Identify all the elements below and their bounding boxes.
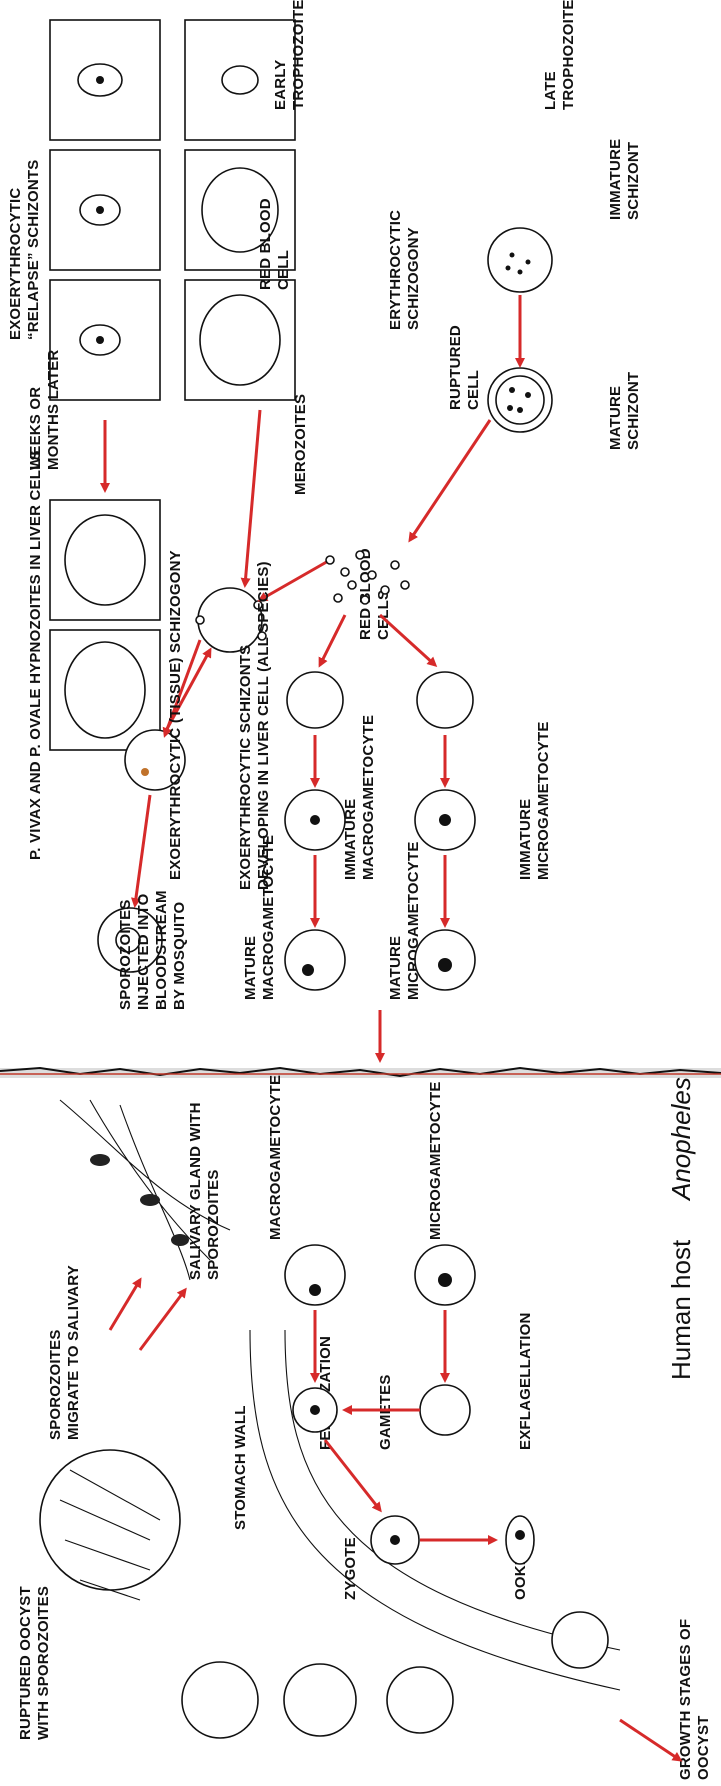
arrow-growth [620, 1720, 680, 1760]
arrow-mat-to-ruptured [410, 420, 490, 540]
label-injected-4: BY MOSQUITO [171, 902, 188, 1010]
anopheles-title: Anopheles [666, 1077, 696, 1202]
label-imm-micro-2: MICROGAMETOCYTE [535, 721, 552, 880]
label-injected-1: SPOROZOITES [117, 899, 134, 1010]
label-hypnozoites: P. VIVAX AND P. OVALE HYPNOZOITES IN LIV… [27, 450, 44, 860]
mosquito-gametocytes [285, 1245, 534, 1564]
gametocyte-cells-human [285, 672, 475, 990]
label-salivary-1: SALIVARY GLAND WITH [187, 1102, 204, 1280]
label-mat-micro-1: MATURE [387, 936, 404, 1000]
label-ruptured-1: RUPTURED [447, 325, 464, 410]
label-late-troph-2: TROPHOZOITE [560, 0, 577, 110]
label-ruptured-oocyst-2: WITH SPOROZOITES [35, 1586, 52, 1740]
relapse-schizonts [50, 500, 160, 750]
label-growth-1: GROWTH STAGES OF [677, 1619, 694, 1780]
label-mat-macro-1: MATURE [242, 936, 259, 1000]
ruptured-oocyst [40, 1450, 180, 1600]
label-exflagellation: EXFLAGELLATION [517, 1312, 534, 1450]
label-weeks-2: MONTHS LATER [45, 350, 62, 470]
label-migrate-2: MIGRATE TO SALIVARY [65, 1265, 82, 1440]
label-imm-micro-1: IMMATURE [517, 799, 534, 880]
label-merozoites: MEROZOITES [292, 394, 309, 495]
label-erythrocytic-2: SCHIZOGONY [405, 227, 422, 330]
label-early-troph-1: EARLY [272, 60, 289, 110]
label-schizonts-developing-1: EXOERYTHROCYTIC SCHIZONTS [237, 645, 254, 890]
human-host-title: Human host [666, 1239, 696, 1380]
label-gametes: GAMETES [377, 1374, 394, 1450]
label-imm-schizont-2: SCHIZONT [625, 142, 642, 220]
label-macrogametocyte: MACROGAMETOCYTE [267, 1075, 284, 1240]
label-relapse-2: “RELAPSE” SCHIZONTS [25, 160, 42, 340]
arrow-mero-macro [320, 615, 345, 665]
arrow-to-zygote [325, 1440, 380, 1510]
label-imm-schizont-1: IMMATURE [607, 139, 624, 220]
label-weeks-1: WEEKS OR [27, 387, 44, 470]
arrow-migrate-1 [110, 1280, 140, 1330]
label-mat-schizont-2: SCHIZONT [625, 372, 642, 450]
label-relapse-1: EXOERYTHROCYTIC [7, 188, 24, 340]
label-injected-3: BLOODSTREAM [153, 890, 170, 1010]
label-rbcs-2: CELLS [375, 590, 392, 640]
label-growth-2: OOCYST [695, 1715, 712, 1780]
hypnozoite-liver-cells [50, 20, 160, 400]
label-tissue-schizogony: EXOERYTHROCYTIC (TISSUE) SCHIZOGONY [167, 550, 184, 880]
arrow-schizont-to-rbc [245, 410, 260, 585]
label-imm-macro-1: IMMATURE [342, 799, 359, 880]
label-zygote: ZYGOTE [342, 1537, 359, 1600]
label-imm-macro-2: MACROGAMETOCYTE [360, 715, 377, 880]
label-rbcs-1: RED BLOOD [357, 548, 374, 640]
label-migrate-1: SPOROZOITES [47, 1329, 64, 1440]
label-mat-macro-2: MACROGAMETOCYTE [260, 835, 277, 1000]
label-stomach-wall: STOMACH WALL [232, 1405, 249, 1530]
arrow-migrate-2 [140, 1290, 185, 1350]
label-rbc-2: CELL [275, 250, 292, 290]
label-ruptured-oocyst-1: RUPTURED OOCYST [17, 1586, 34, 1740]
label-rbc-1: RED BLOOD [257, 198, 274, 290]
oocyst-stages [182, 1612, 608, 1738]
label-ruptured-2: CELL [465, 370, 482, 410]
label-late-troph-1: LATE [542, 71, 559, 110]
label-injected-2: INJECTED INTO [135, 893, 152, 1010]
label-microgametocyte: MICROGAMETOCYTE [427, 1081, 444, 1240]
label-mat-schizont-1: MATURE [607, 386, 624, 450]
label-erythrocytic-1: ERYTHROCYTIC [387, 210, 404, 330]
mosquito-labels: Anopheles SALIVARY GLAND WITH SPOROZOITE… [17, 1075, 712, 1780]
host-divider [0, 1068, 721, 1078]
label-early-troph-2: TROPHOZOITE [290, 0, 307, 110]
arrow-early-to-late [135, 795, 150, 905]
